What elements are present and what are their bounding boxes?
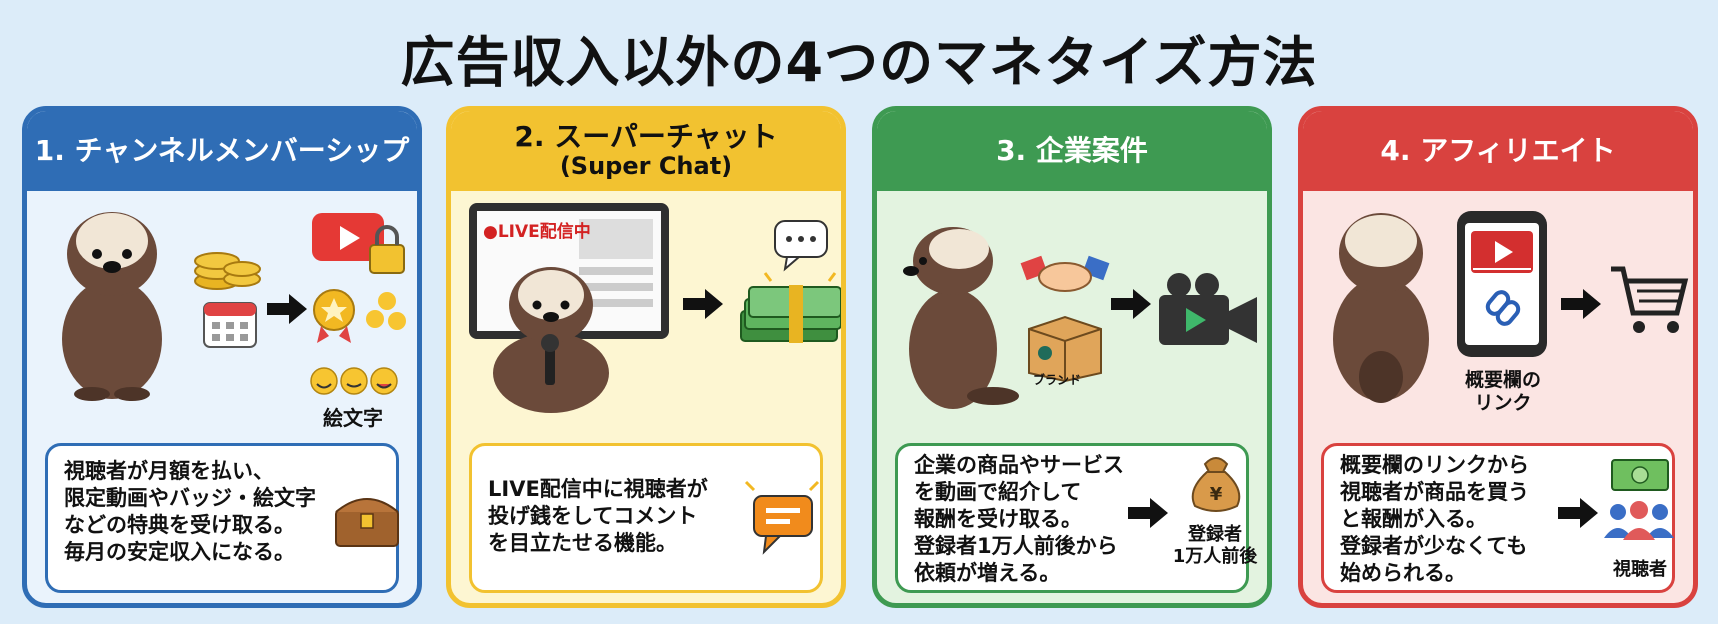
- card-heading-text: 2. スーパーチャット: [514, 120, 778, 154]
- sea-otter-back-icon: [1333, 213, 1429, 403]
- money-bag-icon: ¥: [1191, 457, 1241, 512]
- card-heading-sub: (Super Chat): [559, 152, 733, 181]
- sea-otter-mic-icon: [493, 267, 609, 413]
- card-heading-text: 4. アフィリエイト: [1380, 133, 1616, 167]
- handshake-icon: [1020, 255, 1110, 292]
- description-box: LIVE配信中に視聴者が 投げ銭をしてコメント を目立たせる機能。: [469, 443, 823, 593]
- video-lock-icon: [312, 213, 405, 274]
- brand-box-label: ブランド: [1033, 373, 1082, 387]
- card-heading-text: 3. 企業案件: [996, 133, 1148, 167]
- arrow-right-icon: [1128, 498, 1168, 528]
- description-text: 企業の商品やサービス を動画で紹介して 報酬を受け取る。 登録者1万人前後から …: [914, 453, 1124, 585]
- subscriber-label: 登録者 1万人前後: [1172, 524, 1258, 567]
- description-text: LIVE配信中に視聴者が 投げ銭をしてコメント を目立たせる機能。: [488, 477, 708, 555]
- phone-label: 概要欄の リンク: [1464, 369, 1541, 414]
- emoji-icon: [310, 292, 406, 395]
- card-heading-text: 1. チャンネルメンバーシップ: [34, 133, 410, 167]
- description-box: 概要欄のリンクから 視聴者が商品を買う と報酬が入る。 登録者が少なくても 始め…: [1321, 443, 1675, 593]
- card-super-chat: 2. スーパーチャット (Super Chat) ●LIVE配信中: [446, 106, 846, 608]
- card-scene: ブランド: [877, 191, 1267, 431]
- card-affiliate: 4. アフィリエイト 概要欄の リンク 概要欄のリンクか: [1298, 106, 1698, 608]
- svg-text:¥: ¥: [1210, 484, 1223, 505]
- description-box: 企業の商品やサービス を動画で紹介して 報酬を受け取る。 登録者1万人前後から …: [895, 443, 1257, 593]
- card-heading: 2. スーパーチャット (Super Chat): [451, 111, 841, 191]
- sea-otter-icon: [62, 212, 162, 401]
- chat-comment-icon: [744, 480, 820, 555]
- cash-icon: [1611, 459, 1669, 491]
- card-scene: 概要欄の リンク: [1303, 191, 1693, 431]
- description-box: 視聴者が月額を払い、 限定動画やバッジ・絵文字 などの特典を受け取る。 毎月の安…: [45, 443, 399, 593]
- arrow-right-icon: [1558, 498, 1598, 528]
- live-tag: ●LIVE配信中: [483, 222, 591, 242]
- calendar-icon: [203, 302, 257, 348]
- shopping-cart-icon: [1611, 266, 1689, 333]
- viewers-icon: [1604, 501, 1674, 540]
- arrow-right-icon: [1561, 289, 1601, 319]
- arrow-right-icon: [267, 294, 307, 324]
- video-camera-icon: [1159, 273, 1257, 345]
- sea-otter-side-icon: [903, 227, 1019, 409]
- card-heading: 1. チャンネルメンバーシップ: [27, 111, 417, 191]
- brand-box-icon: [1028, 315, 1102, 383]
- card-membership: 1. チャンネルメンバーシップ: [22, 106, 422, 608]
- card-heading: 4. アフィリエイト: [1303, 111, 1693, 191]
- arrow-right-icon: [683, 289, 723, 319]
- page-title: 広告収入以外の4つのマネタイズ方法: [400, 31, 1318, 94]
- coins-icon: [194, 252, 261, 290]
- money-stack-icon: [740, 272, 841, 343]
- card-scene: ●LIVE配信中: [451, 191, 841, 431]
- arrow-right-icon: [1111, 289, 1151, 319]
- description-text: 概要欄のリンクから 視聴者が商品を買う と報酬が入る。 登録者が少なくても 始め…: [1340, 453, 1529, 585]
- badge-icon: [313, 289, 355, 343]
- description-text: 視聴者が月額を払い、 限定動画やバッジ・絵文字 などの特典を受け取る。 毎月の安…: [64, 459, 316, 564]
- card-scene: 絵文字: [27, 191, 417, 431]
- chat-bubble-icon: [774, 220, 828, 272]
- emoji-label: 絵文字: [323, 406, 383, 430]
- treasure-chest-icon: [335, 498, 399, 547]
- card-heading: 3. 企業案件: [877, 111, 1267, 191]
- viewers-label: 視聴者: [1613, 559, 1667, 580]
- card-sponsorship: 3. 企業案件 ブランド: [872, 106, 1272, 608]
- smartphone-icon: [1457, 211, 1547, 357]
